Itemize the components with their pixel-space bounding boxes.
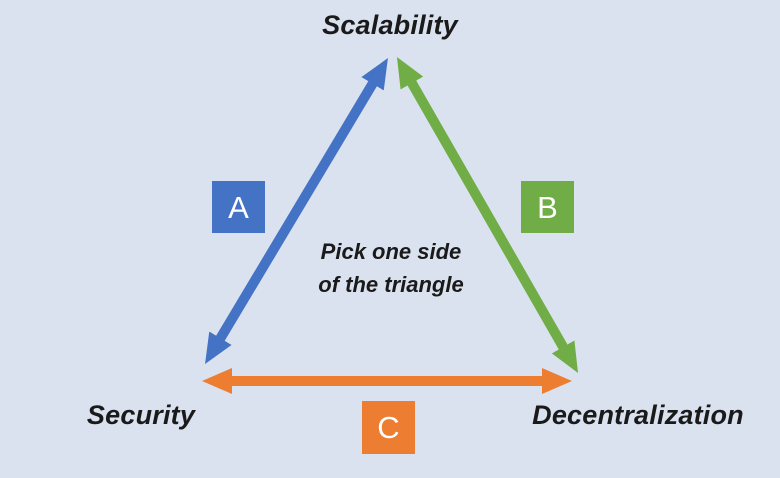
vertex-label-decentralization: Decentralization: [532, 400, 744, 430]
vertex-label-security: Security: [86, 400, 196, 430]
edge-badge-c: C: [362, 401, 415, 454]
edge-badge-a: A: [212, 181, 265, 233]
edge-arrow-b: [396, 57, 579, 373]
vertex-label-scalability: Scalability: [322, 10, 458, 40]
edge-arrow-a: [205, 58, 388, 364]
center-caption-line1: Pick one side: [320, 239, 462, 264]
center-caption-line2: of the triangle: [318, 272, 464, 297]
edge-badge-b: B: [521, 181, 574, 233]
edge-badge-c-label: C: [377, 410, 400, 445]
center-caption: Pick one side of the triangle: [318, 235, 463, 301]
edge-badge-a-label: A: [228, 189, 249, 225]
edge-badge-b-label: B: [537, 189, 558, 225]
